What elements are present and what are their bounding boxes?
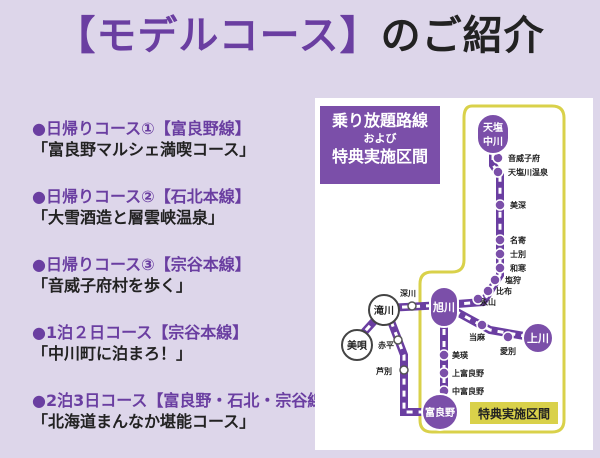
page-title: 【モデルコース】のご紹介 [0,8,600,64]
station-dot-aibetsu [502,331,514,343]
station-label-akabira: 赤平 [378,340,394,350]
course-item: ●日帰りコース③【宗谷本線】 「音威子府村を歩く」 [32,254,322,296]
station-dot-wassamu [494,262,506,274]
station-label-wassamu: 和寒 [510,263,527,273]
course-subtitle: 「音威子府村を歩く」 [32,276,193,295]
station-dots [438,152,514,397]
station-dot-akabira [393,335,403,345]
station-dot-teshio-onsen [492,166,504,178]
station-dot-pippu [482,285,494,297]
station-dot-biei [438,349,450,361]
station-label-nagayama: 永山 [479,297,496,307]
station-label-aibetsu: 愛別 [500,346,516,356]
station-node-takikawa [368,294,400,326]
benefit-area-label-box [470,402,558,424]
course-subtitle: 「中川町に泊まろ！」 [32,344,193,363]
station-dot-touma [476,319,488,331]
station-label-pippu: 比布 [496,286,512,296]
station-label-touma: 当麻 [469,332,486,342]
course-subtitle: 「大雪酒造と層雲峡温泉」 [32,208,225,227]
course-item: ●1泊２日コース【宗谷本線】 「中川町に泊まろ！」 [32,322,322,364]
station-dot-nayoro [494,234,506,246]
station-label-teshio-nakagawa-2: 中川 [483,135,503,148]
station-label-shiokari: 塩狩 [505,275,521,285]
course-heading: ●日帰りコース②【石北本線】 [32,187,251,206]
station-node-kamikawa [522,322,554,354]
station-dot-fukagawa [407,301,417,311]
station-node-furano [421,393,459,431]
legend-line-2: および [363,132,397,145]
legend-line-1: 乗り放題路線 [331,111,428,130]
station-label-asahikawa: 旭川 [432,300,455,314]
station-label-bibai: 美唄 [347,339,367,352]
station-label-teshio-onsen: 天塩川温泉 [508,167,549,177]
station-label-furano: 富良野 [425,406,455,419]
course-item: ●2泊3日コース【富良野・石北・宗谷線】 「北海道まんなか堪能コース」 [32,390,340,432]
course-subtitle: 「富良野マルシェ満喫コース」 [32,140,256,159]
station-dot-bifuka [494,199,506,211]
station-label-fukagawa: 深川 [400,288,416,298]
station-label-biei: 美瑛 [452,350,469,360]
course-heading: ●1泊２日コース【宗谷本線】 [32,323,249,342]
course-list: ●日帰りコース①【富良野線】 「富良野マルシェ満喫コース」 ●日帰りコース②【石… [32,118,340,458]
title-open-bracket: 【 [55,13,97,59]
station-dot-shibetsu [494,248,506,260]
benefit-area-label: 特典実施区間 [478,406,550,421]
station-node-teshio-nakagawa [476,113,510,155]
station-dot-shiokari [489,274,501,286]
station-label-bifuka: 美深 [510,200,526,210]
station-label-shibetsu: 士別 [510,249,526,259]
station-label-takikawa: 滝川 [374,304,394,317]
course-subtitle: 「北海道まんなか堪能コース」 [32,412,256,431]
station-dot-ashibetsu [399,365,409,375]
title-main: モデルコース [96,13,340,59]
legend-line-3: 特典実施区間 [331,147,428,166]
course-heading: ●日帰りコース③【宗谷本線】 [32,255,251,274]
station-label-otoineppu: 音威子府 [508,153,540,163]
station-dot-nagayama [472,293,484,305]
station-dot-kamifurano [438,367,450,379]
course-heading: ●2泊3日コース【富良野・石北・宗谷線】 [32,391,340,410]
station-label-nayoro: 名寄 [510,235,526,245]
station-label-teshio-nakagawa-1: 天塩 [483,121,503,134]
title-tail: のご紹介 [380,13,545,59]
station-label-ashibetsu: 芦別 [376,366,392,376]
station-label-kamikawa: 上川 [527,331,549,345]
course-item: ●日帰りコース①【富良野線】 「富良野マルシェ満喫コース」 [32,118,322,160]
map-legend: 乗り放題路線 および 特典実施区間 [320,106,440,184]
station-node-bibai [341,329,373,361]
station-dots-white [393,301,417,375]
station-node-asahikawa [429,286,459,328]
title-close-bracket: 】 [339,13,381,59]
station-label-nakafurano: 中富良野 [452,386,484,396]
course-item: ●日帰りコース②【石北本線】 「大雪酒造と層雲峡温泉」 [32,186,322,228]
benefit-area-outline [418,104,566,434]
station-label-kamifurano: 上富良野 [452,368,484,378]
course-heading: ●日帰りコース①【富良野線】 [32,119,251,138]
